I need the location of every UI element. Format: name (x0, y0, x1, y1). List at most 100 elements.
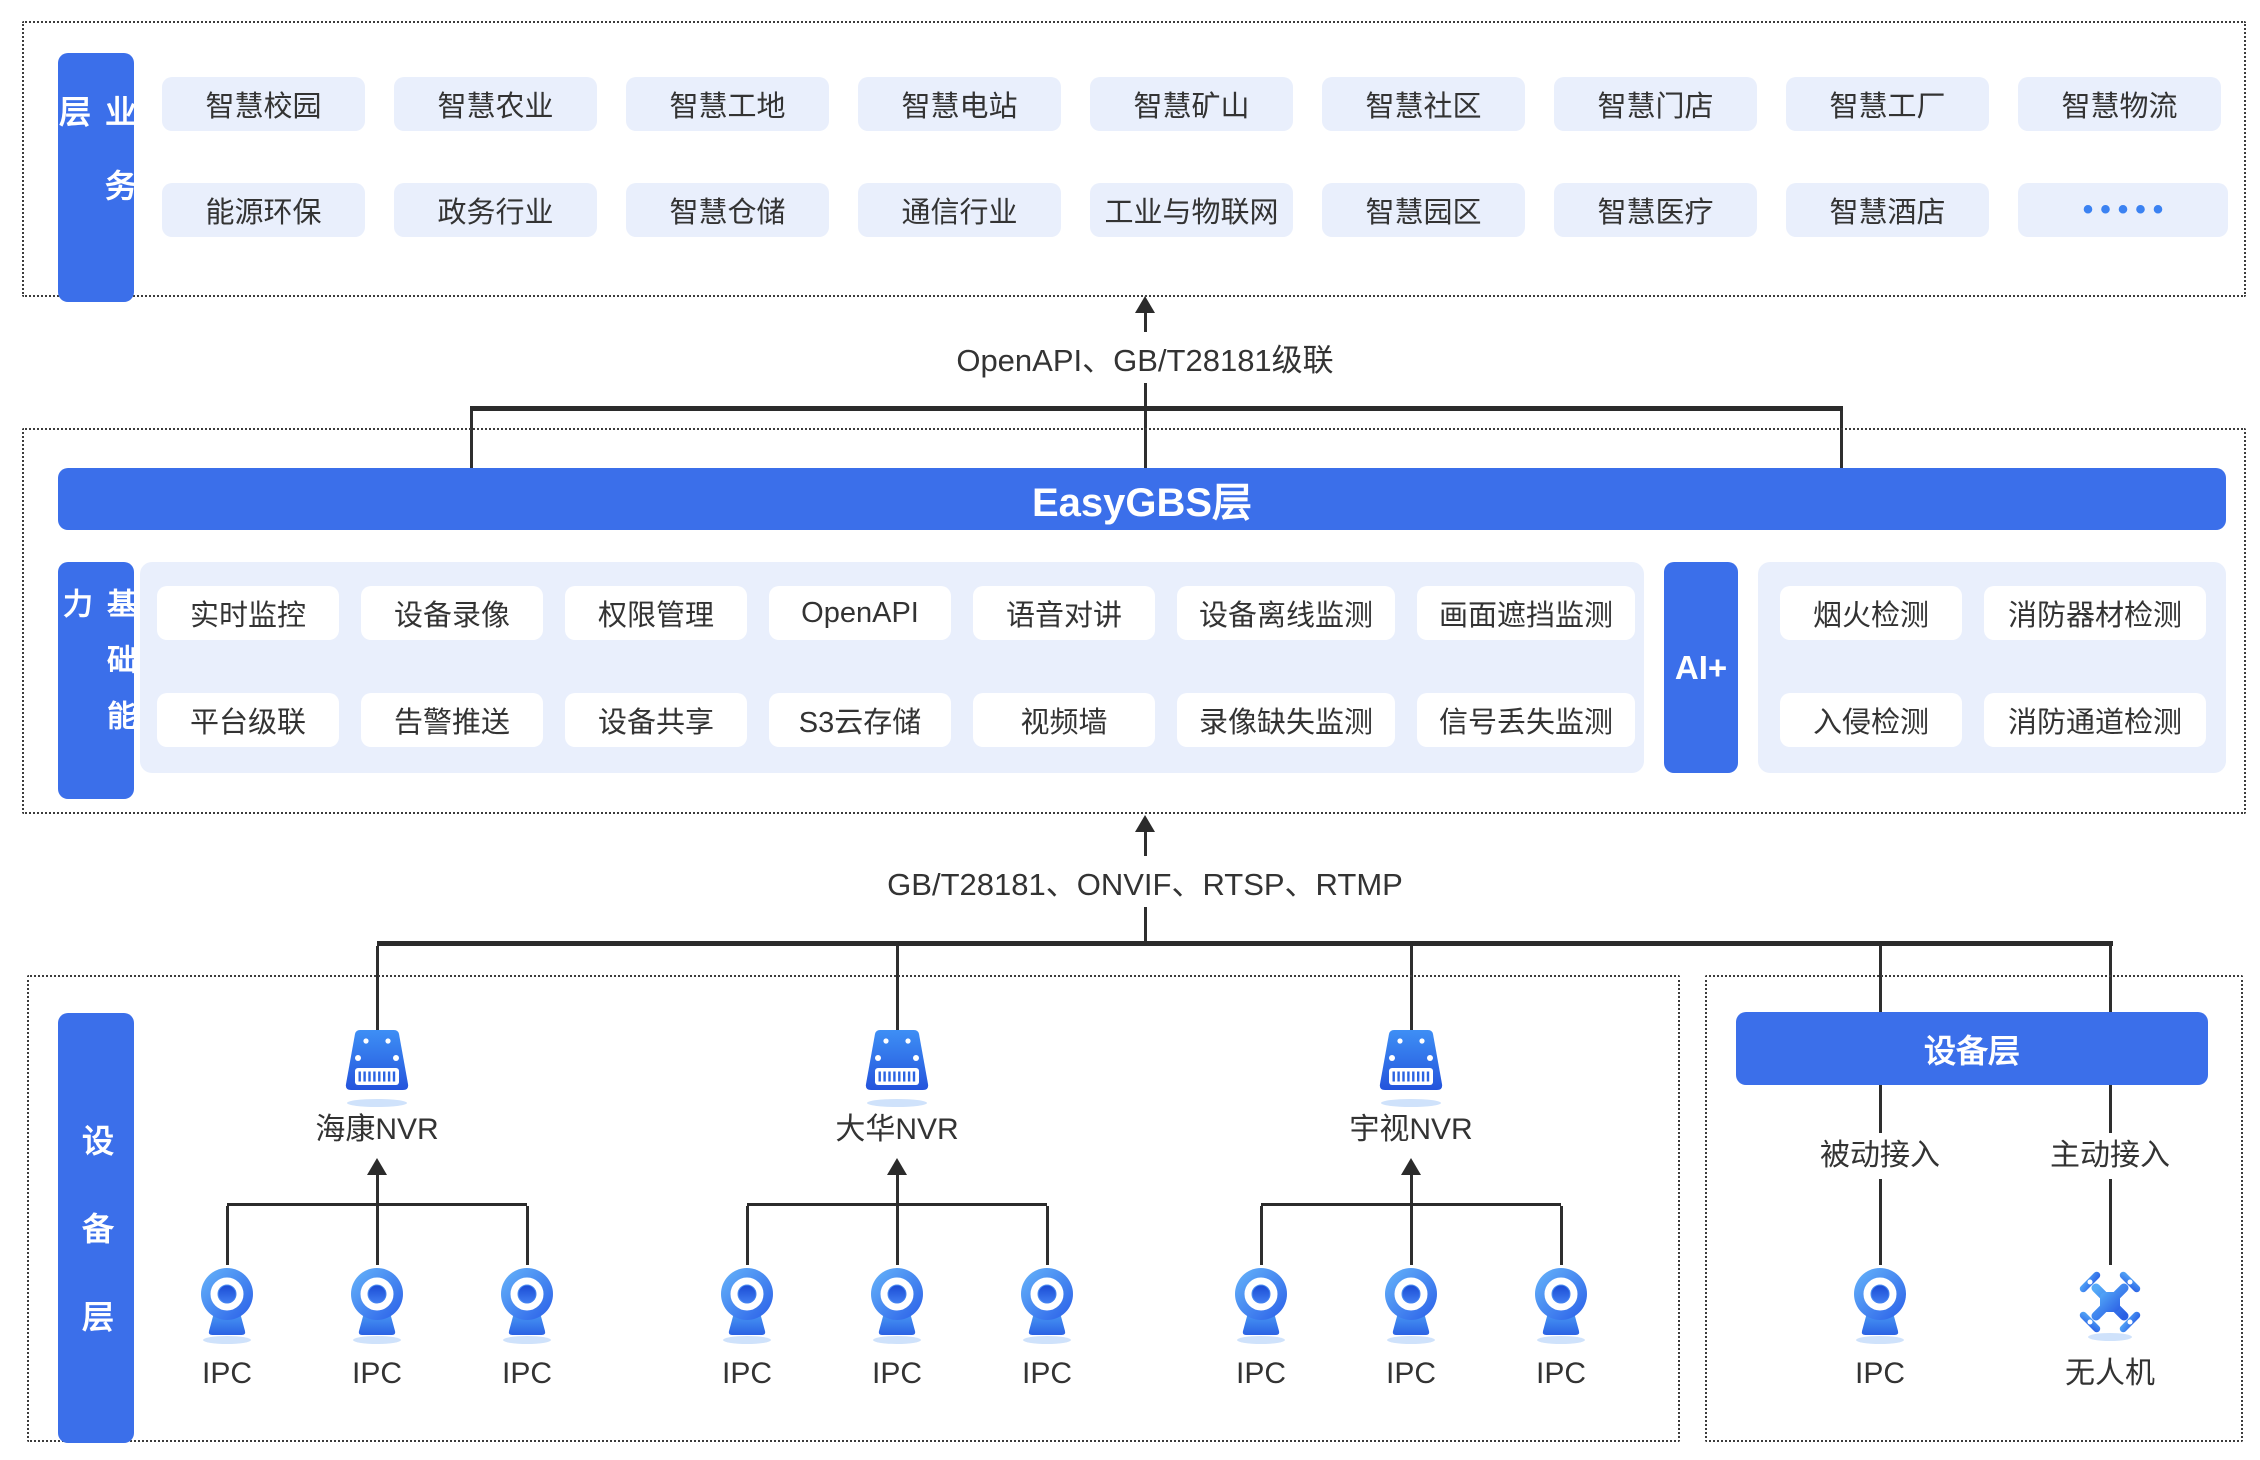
ipc-camera-icon (721, 1268, 773, 1344)
capability-item: 画面遮挡监测 (1417, 586, 1635, 640)
capability-item: 录像缺失监测 (1177, 693, 1395, 747)
ipc-label: IPC (1385, 1357, 1436, 1390)
business-layer-label: 业务层 (55, 53, 137, 302)
passive-device-label: IPC (1854, 1357, 1905, 1390)
top-bracket (470, 406, 1843, 411)
nvr-icon (865, 1030, 929, 1107)
capability-item: 权限管理 (565, 586, 747, 640)
ipc-camera-icon (871, 1268, 923, 1344)
passive-access-label: 被动接入 (1770, 1133, 1990, 1179)
nvr-name: 海康NVR (315, 1113, 439, 1146)
group-bracket (1261, 1203, 1561, 1206)
business-item: 智慧工地 (626, 77, 829, 131)
ai-capability-item: 消防通道检测 (1984, 693, 2206, 747)
camera-drop (895, 1206, 899, 1265)
ai-row-2: 入侵检测 消防通道检测 (1780, 693, 2206, 747)
camera-drop (225, 1206, 229, 1265)
business-item: 智慧电站 (858, 77, 1061, 131)
business-item: 智慧校园 (162, 77, 365, 131)
device-layer-label: 设备层 (58, 1013, 134, 1443)
capability-row-1: 实时监控 设备录像 权限管理 OpenAPI 语音对讲 设备离线监测 画面遮挡监… (157, 586, 1635, 640)
active-line-lower (2108, 1179, 2112, 1265)
top-connector-label: OpenAPI、GB/T28181级联 (940, 332, 1350, 383)
access-header: 设备层 (1736, 1012, 2208, 1085)
capability-row-2: 平台级联 告警推送 设备共享 S3云存储 视频墙 录像缺失监测 信号丢失监测 (157, 693, 1635, 747)
business-item-more-dots: ••••• (2018, 183, 2228, 237)
group-bracket (747, 1203, 1047, 1206)
top-bracket-right-drop (1840, 411, 1843, 468)
ipc-camera-icon (1385, 1268, 1437, 1344)
business-item: 智慧矿山 (1090, 77, 1293, 131)
ipc-camera-icon (351, 1268, 403, 1344)
ipc-label: IPC (201, 1357, 252, 1390)
ipc-camera-icon (1235, 1268, 1287, 1344)
ipc-camera-icon (201, 1268, 253, 1344)
ipc-camera-icon (1854, 1268, 1906, 1344)
active-access-label: 主动接入 (2000, 1133, 2220, 1179)
capability-item: 告警推送 (361, 693, 543, 747)
active-device-label: 无人机 (2065, 1357, 2155, 1390)
business-row-1: 智慧校园 智慧农业 智慧工地 智慧电站 智慧矿山 智慧社区 智慧门店 智慧工厂 … (162, 77, 2221, 131)
device-layer-section (27, 975, 1680, 1442)
business-item: 智慧工厂 (1786, 77, 1989, 131)
drop-nvr-1 (375, 946, 379, 1030)
bottom-connector-label: GB/T28181、ONVIF、RTSP、RTMP (871, 856, 1419, 907)
capability-item: 设备离线监测 (1177, 586, 1395, 640)
capability-item: 设备共享 (565, 693, 747, 747)
capability-item: 设备录像 (361, 586, 543, 640)
top-bracket-left-drop (470, 411, 473, 468)
gbs-layer-section (22, 428, 2246, 814)
nvr-name: 大华NVR (835, 1113, 959, 1146)
group-arrow-line (375, 1175, 379, 1203)
ai-row-1: 烟火检测 消防器材检测 (1780, 586, 2206, 640)
bottom-arrowhead-icon (1135, 815, 1155, 832)
ipc-label: IPC (351, 1357, 402, 1390)
drone-icon (2079, 1271, 2141, 1341)
camera-drop (525, 1206, 529, 1265)
business-item: 智慧园区 (1322, 183, 1525, 237)
ai-capability-item: 入侵检测 (1780, 693, 1962, 747)
capability-item: 语音对讲 (973, 586, 1155, 640)
ai-plus-label: AI+ (1664, 562, 1738, 773)
nvr-icon (345, 1030, 409, 1107)
ipc-label: IPC (1021, 1357, 1072, 1390)
capability-item: 实时监控 (157, 586, 339, 640)
ipc-label: IPC (1235, 1357, 1286, 1390)
drop-active (2108, 946, 2112, 1012)
business-item: 智慧农业 (394, 77, 597, 131)
group-bracket (227, 1203, 527, 1206)
business-row-2: 能源环保 政务行业 智慧仓储 通信行业 工业与物联网 智慧园区 智慧医疗 智慧酒… (162, 183, 2228, 237)
drop-nvr-3 (1409, 946, 1413, 1030)
drop-nvr-2 (895, 946, 899, 1030)
ai-capability-item: 烟火检测 (1780, 586, 1962, 640)
camera-drop (375, 1206, 379, 1265)
group-arrowhead-icon (887, 1158, 907, 1175)
business-item: 智慧仓储 (626, 183, 829, 237)
business-item: 智慧门店 (1554, 77, 1757, 131)
business-item: 能源环保 (162, 183, 365, 237)
ipc-label: IPC (721, 1357, 772, 1390)
easygbs-bar: EasyGBS层 (58, 468, 2226, 530)
capability-item: OpenAPI (769, 586, 951, 640)
capability-item: 平台级联 (157, 693, 339, 747)
ipc-camera-icon (1021, 1268, 1073, 1344)
group-arrow-line (1409, 1175, 1413, 1203)
business-item: 工业与物联网 (1090, 183, 1293, 237)
capability-label: 基础能力 (58, 562, 135, 799)
business-item: 智慧医疗 (1554, 183, 1757, 237)
camera-drop (1559, 1206, 1563, 1265)
access-layer-section (1705, 975, 2243, 1442)
group-arrowhead-icon (1401, 1158, 1421, 1175)
camera-drop (1259, 1206, 1263, 1265)
passive-line-upper (1878, 1085, 1882, 1133)
camera-drop (1045, 1206, 1049, 1265)
drop-passive (1878, 946, 1882, 1012)
ipc-label: IPC (1535, 1357, 1586, 1390)
business-item: 智慧酒店 (1786, 183, 1989, 237)
camera-drop (1409, 1206, 1413, 1265)
nvr-name: 宇视NVR (1349, 1113, 1473, 1146)
nvr-icon (1379, 1030, 1443, 1107)
ipc-camera-icon (501, 1268, 553, 1344)
ipc-label: IPC (501, 1357, 552, 1390)
